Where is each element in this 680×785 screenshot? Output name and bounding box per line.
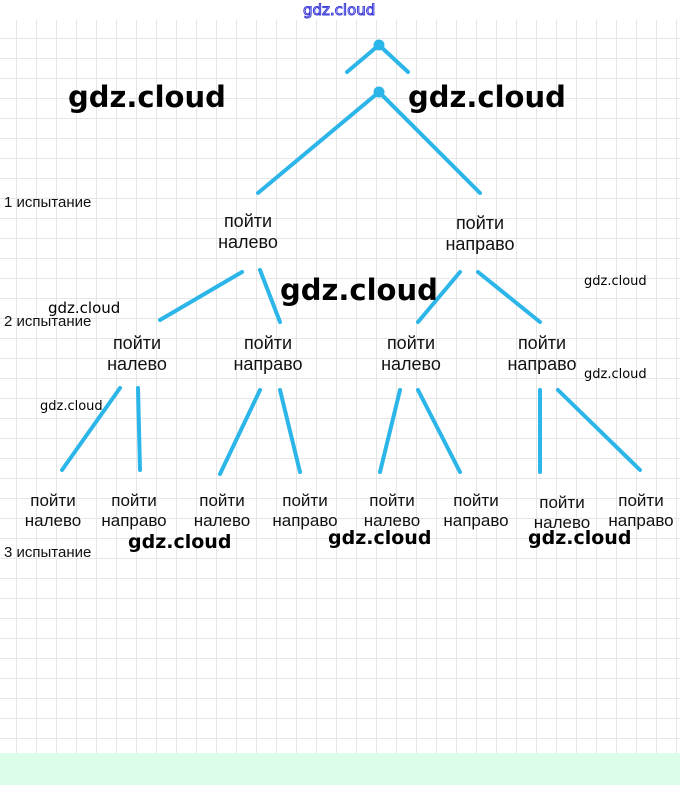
trial-label: 2 испытание [4,313,92,330]
watermark: gdz.cloud [584,274,647,289]
watermark: gdz.cloud [528,527,632,549]
watermark: gdz.cloud [584,367,647,382]
watermark: gdz.cloud [40,399,103,414]
grid-paper [0,20,680,753]
watermark: gdz.cloud [128,531,232,553]
root-dot [373,39,385,51]
root-dot [373,86,385,98]
trial-label: 1 испытание [4,194,92,211]
branch [416,388,462,474]
branch [345,43,381,74]
watermark: gdz.cloud [48,299,121,317]
branch [378,388,402,474]
branch [556,388,642,472]
branch [278,388,302,474]
branch [476,270,542,324]
watermark: gdz.cloud [68,80,226,114]
branch [136,386,142,472]
watermark: gdz.cloud [280,273,438,307]
branch [258,268,282,324]
trial-label: 3 испытание [4,544,92,561]
branch [377,90,482,195]
branch [158,270,244,322]
watermark: gdz.cloud [302,1,376,20]
watermark: gdz.cloud [408,80,566,114]
branch [416,270,462,324]
branch [60,386,122,472]
branch [377,43,410,74]
branch [218,388,262,476]
watermark: gdz.cloud [328,527,432,549]
branch [256,90,381,195]
bottom-band [0,753,680,785]
